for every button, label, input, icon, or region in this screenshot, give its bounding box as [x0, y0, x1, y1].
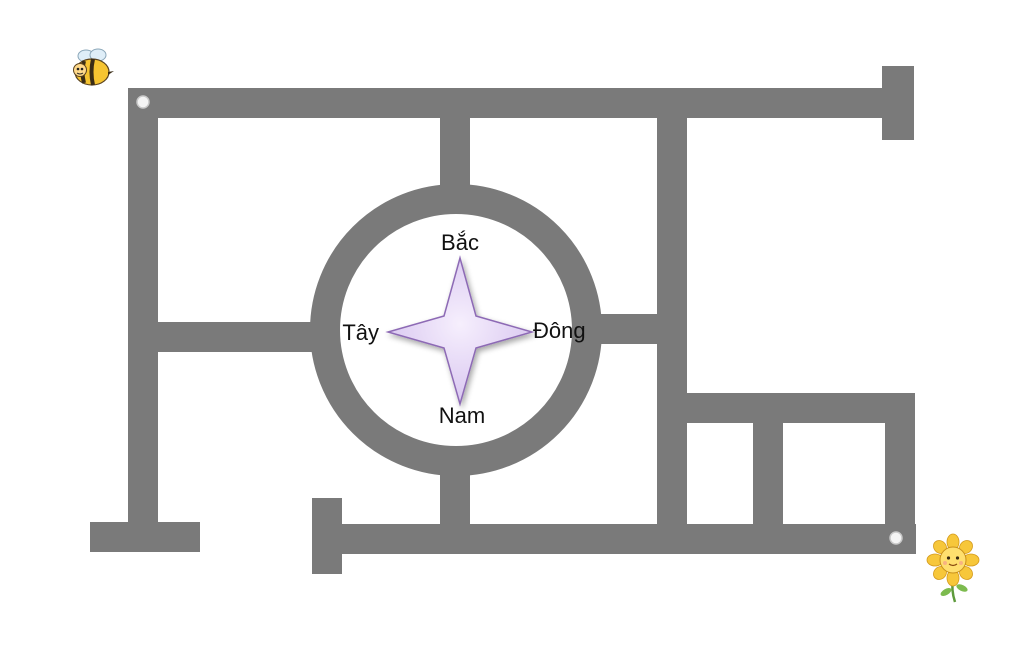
road-middle-vertical — [657, 100, 687, 550]
road-top — [128, 88, 898, 118]
road-west-branch — [128, 322, 328, 352]
bee-icon — [73, 48, 114, 86]
road-bottom-start-cap — [312, 498, 342, 574]
label-south: Nam — [439, 403, 485, 428]
label-east: Đông — [533, 318, 586, 343]
road-top-right-cap — [882, 66, 914, 140]
road-left — [128, 88, 158, 538]
road-right-block-divider — [753, 393, 783, 553]
end-dot — [889, 531, 903, 545]
road-bottom-left-cap — [90, 522, 200, 552]
compass-star-shape — [385, 255, 535, 407]
road-bottom — [312, 524, 916, 554]
start-dot — [136, 95, 150, 109]
road-north-branch — [440, 100, 470, 200]
sunflower-icon — [926, 533, 980, 603]
road-right-block-top — [657, 393, 915, 423]
road-right-block-side — [885, 393, 915, 553]
road-ring — [310, 184, 602, 476]
compass-star — [385, 255, 535, 407]
label-north: Bắc — [441, 230, 479, 255]
label-west: Tây — [342, 320, 379, 345]
maze-roads — [90, 66, 916, 574]
